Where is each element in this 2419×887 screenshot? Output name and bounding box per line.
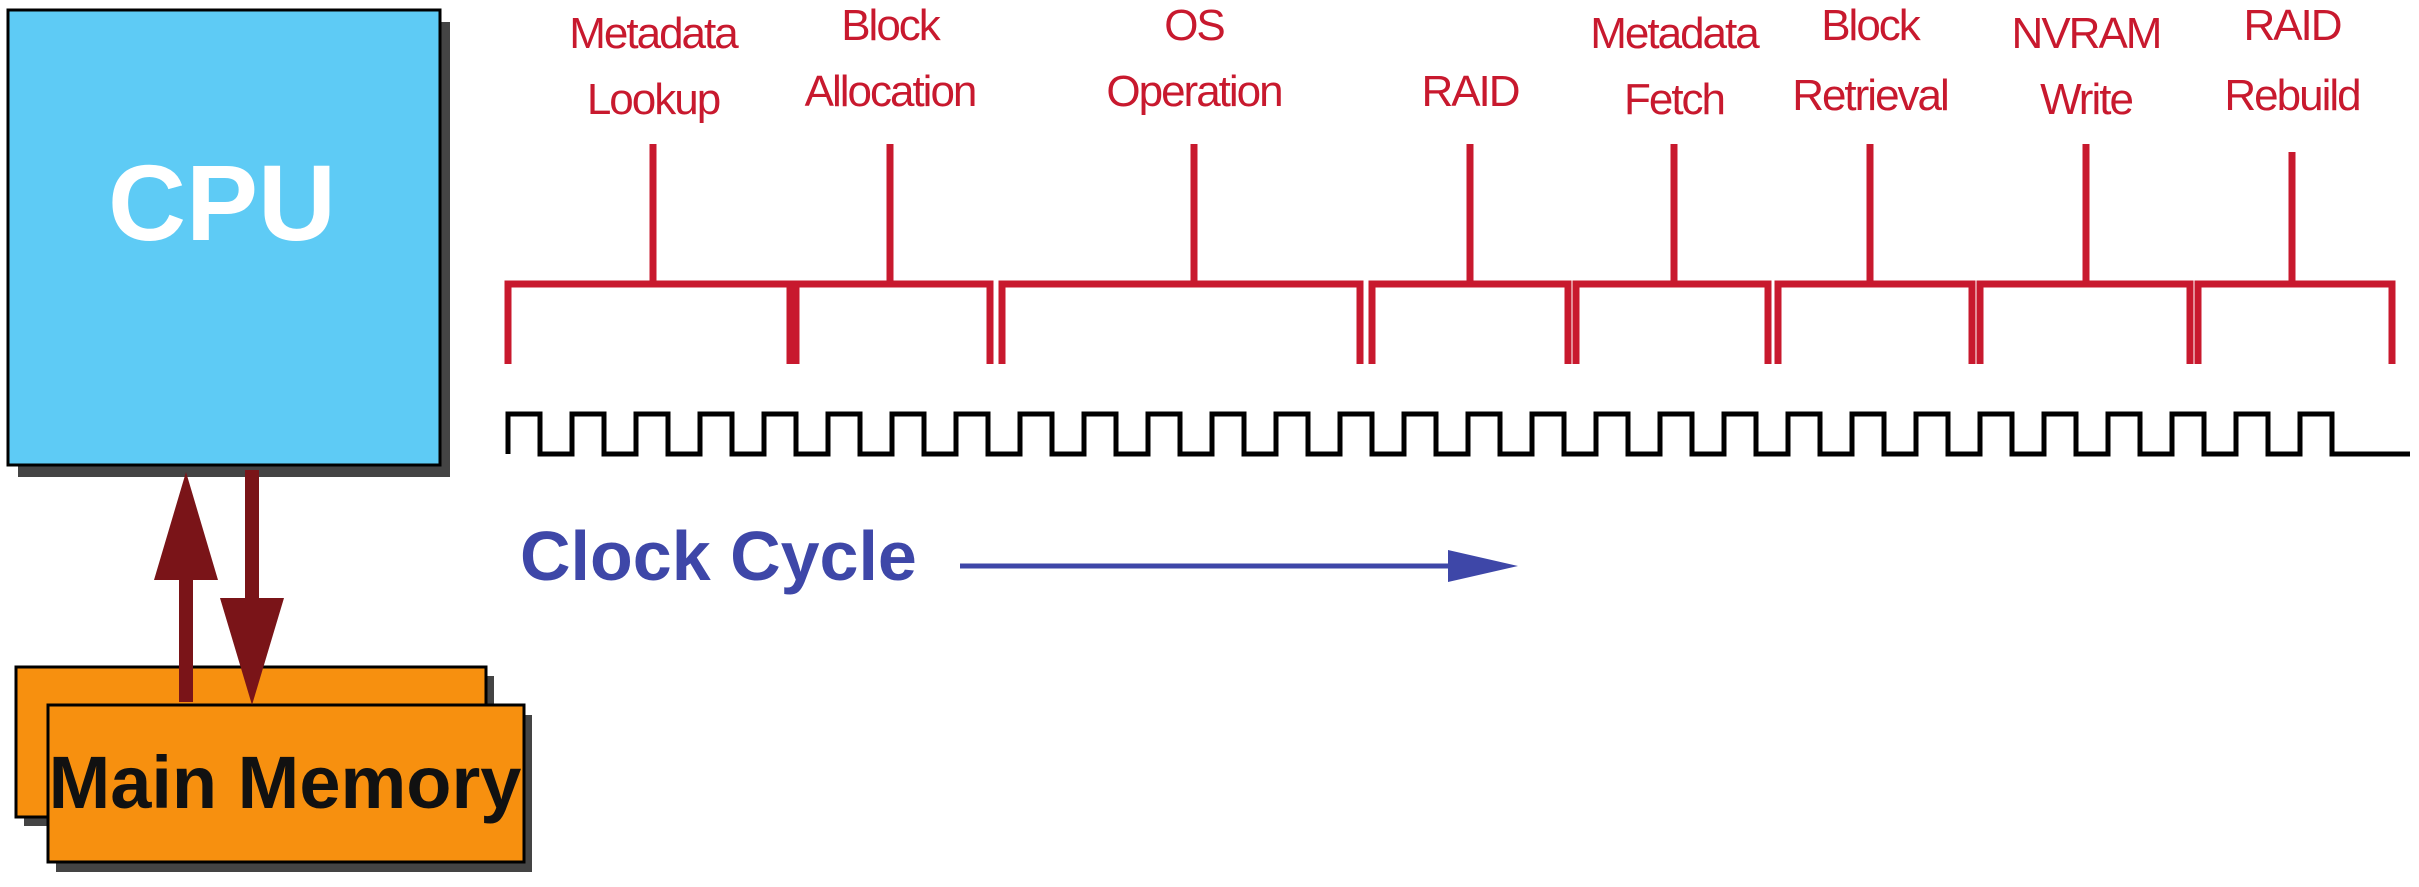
stage-label-line: Block	[841, 1, 942, 50]
pipeline-stage: OS Operation	[998, 1, 1364, 364]
cpu-block: CPU	[6, 8, 450, 477]
stage-label-line: RAID	[2243, 1, 2340, 50]
stage-label-line: RAID	[1421, 67, 1518, 116]
stage-bracket	[1572, 280, 1772, 364]
stage-label-line: Rebuild	[2224, 71, 2359, 120]
pipeline-stage: RAID	[1368, 67, 1572, 364]
stage-bracket	[998, 280, 1364, 364]
stage-label-line: Write	[2040, 75, 2132, 124]
stage-label-line: NVRAM	[2012, 9, 2161, 58]
stage-label-line: Metadata	[1590, 9, 1760, 58]
pipeline-stage: NVRAM Write	[1976, 9, 2194, 364]
cpu-label: CPU	[108, 142, 336, 263]
clock-cycle-label: Clock Cycle	[520, 517, 917, 595]
cpu-memory-arrows	[154, 470, 284, 705]
stage-bracket	[2194, 280, 2396, 364]
stage-label-line: Lookup	[587, 75, 720, 124]
clock-waveform	[505, 411, 2410, 457]
stage-bracket	[1368, 280, 1572, 364]
stage-bracket	[792, 280, 994, 364]
stage-bracket	[1976, 280, 2194, 364]
cpu-to-memory-arrow	[220, 470, 284, 705]
main-memory-block: Main Memory	[14, 665, 532, 872]
memory-to-cpu-arrow	[154, 472, 218, 702]
clock-cycle-legend: Clock Cycle	[520, 517, 1518, 595]
stage-label-line: Fetch	[1624, 75, 1724, 124]
memory-front-box	[46, 703, 526, 864]
stage-label-line: Block	[1821, 1, 1922, 50]
stage-label-line: Metadata	[569, 9, 739, 58]
stage-bracket	[504, 280, 794, 364]
pipeline-stage: RAID Rebuild	[2194, 1, 2396, 364]
memory-label: Main Memory	[49, 741, 522, 824]
clock-direction-arrow	[960, 550, 1518, 582]
cpu-box	[6, 8, 442, 467]
stage-label-line: Operation	[1106, 67, 1281, 116]
stage-label-line: Retrieval	[1792, 71, 1948, 120]
stage-bracket	[1774, 280, 1976, 364]
pipeline-stages: MetadataLookupBlockAllocationOSOperation…	[504, 1, 2396, 364]
stage-label-line: OS	[1164, 1, 1224, 50]
stage-label-line: Allocation	[805, 67, 976, 116]
clock-square-wave	[505, 411, 2410, 457]
